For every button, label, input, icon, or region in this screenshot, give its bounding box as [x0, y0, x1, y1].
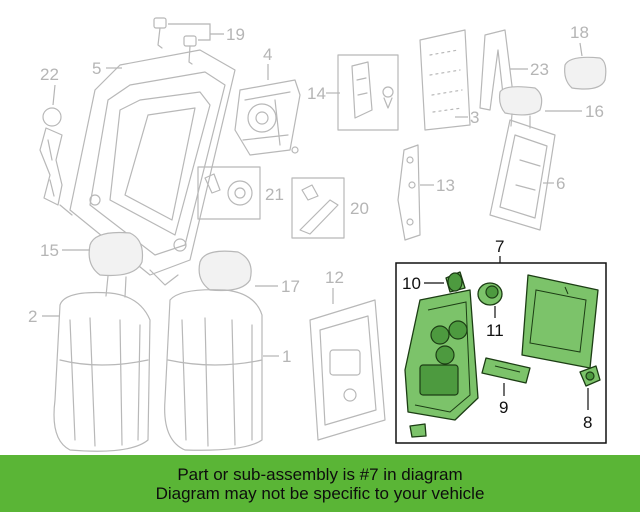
part-19-guide[interactable]: [153, 17, 197, 65]
callout-20: 20: [350, 199, 369, 218]
callout-9: 9: [499, 398, 508, 417]
part-7-back-panel[interactable]: [404, 289, 479, 438]
banner-line-2: Diagram may not be specific to your vehi…: [155, 483, 485, 503]
part-1-seat-cover[interactable]: [164, 289, 263, 451]
part-6-rear-panel[interactable]: [489, 119, 556, 231]
callout-3: 3: [470, 108, 479, 127]
part-15-headrest[interactable]: [88, 231, 144, 298]
part-17-headrest[interactable]: [198, 250, 252, 292]
vehicle-note-banner: Part or sub-assembly is #7 in diagram Di…: [0, 455, 640, 512]
callout-10: 10: [402, 274, 421, 293]
part-9-strip[interactable]: [481, 357, 531, 384]
callout-23: 23: [530, 60, 549, 79]
part-18-cover[interactable]: [564, 56, 607, 90]
callout-17: 17: [281, 277, 300, 296]
callout-6: 6: [556, 174, 565, 193]
callout-11: 11: [486, 321, 504, 340]
callout-2: 2: [28, 307, 37, 326]
callout-12: 12: [325, 268, 344, 287]
part-14-bracket[interactable]: [337, 54, 399, 131]
part-10-knob[interactable]: [445, 271, 466, 293]
part-5-seat-back-frame[interactable]: [59, 49, 236, 286]
part-20-box[interactable]: [291, 177, 345, 239]
part-8-clip[interactable]: [579, 365, 601, 387]
part-11-knob[interactable]: [477, 282, 503, 306]
callout-19: 19: [226, 25, 245, 44]
part-22-side-trim[interactable]: [39, 107, 63, 206]
part-3-pad[interactable]: [419, 29, 471, 131]
callout-22: 22: [40, 65, 59, 84]
part-21-box[interactable]: [197, 166, 261, 220]
part-12-console[interactable]: [309, 299, 386, 441]
part-13-side-bracket[interactable]: [397, 144, 421, 241]
callout-7: 7: [495, 237, 504, 256]
callout-14: 14: [307, 84, 326, 103]
assembly-7-box[interactable]: [395, 262, 607, 444]
callout-8: 8: [583, 413, 592, 432]
callout-21: 21: [265, 185, 284, 204]
banner-line-1: Part or sub-assembly is #7 in diagram: [177, 464, 463, 484]
part-7-side-panel[interactable]: [521, 274, 599, 369]
callout-4: 4: [263, 45, 272, 64]
callout-15: 15: [40, 241, 59, 260]
callout-5: 5: [92, 59, 101, 78]
part-23-wire-frame[interactable]: [479, 29, 516, 113]
part-2-seat-back-cover[interactable]: [53, 291, 151, 452]
part-16-headrest[interactable]: [498, 86, 543, 129]
callout-16: 16: [585, 102, 604, 121]
part-4-recliner[interactable]: [234, 79, 301, 156]
callout-13: 13: [436, 176, 455, 195]
callout-1: 1: [282, 347, 291, 366]
exploded-parts-diagram: 22 5 19 4: [28, 17, 607, 452]
callout-18: 18: [570, 23, 589, 42]
